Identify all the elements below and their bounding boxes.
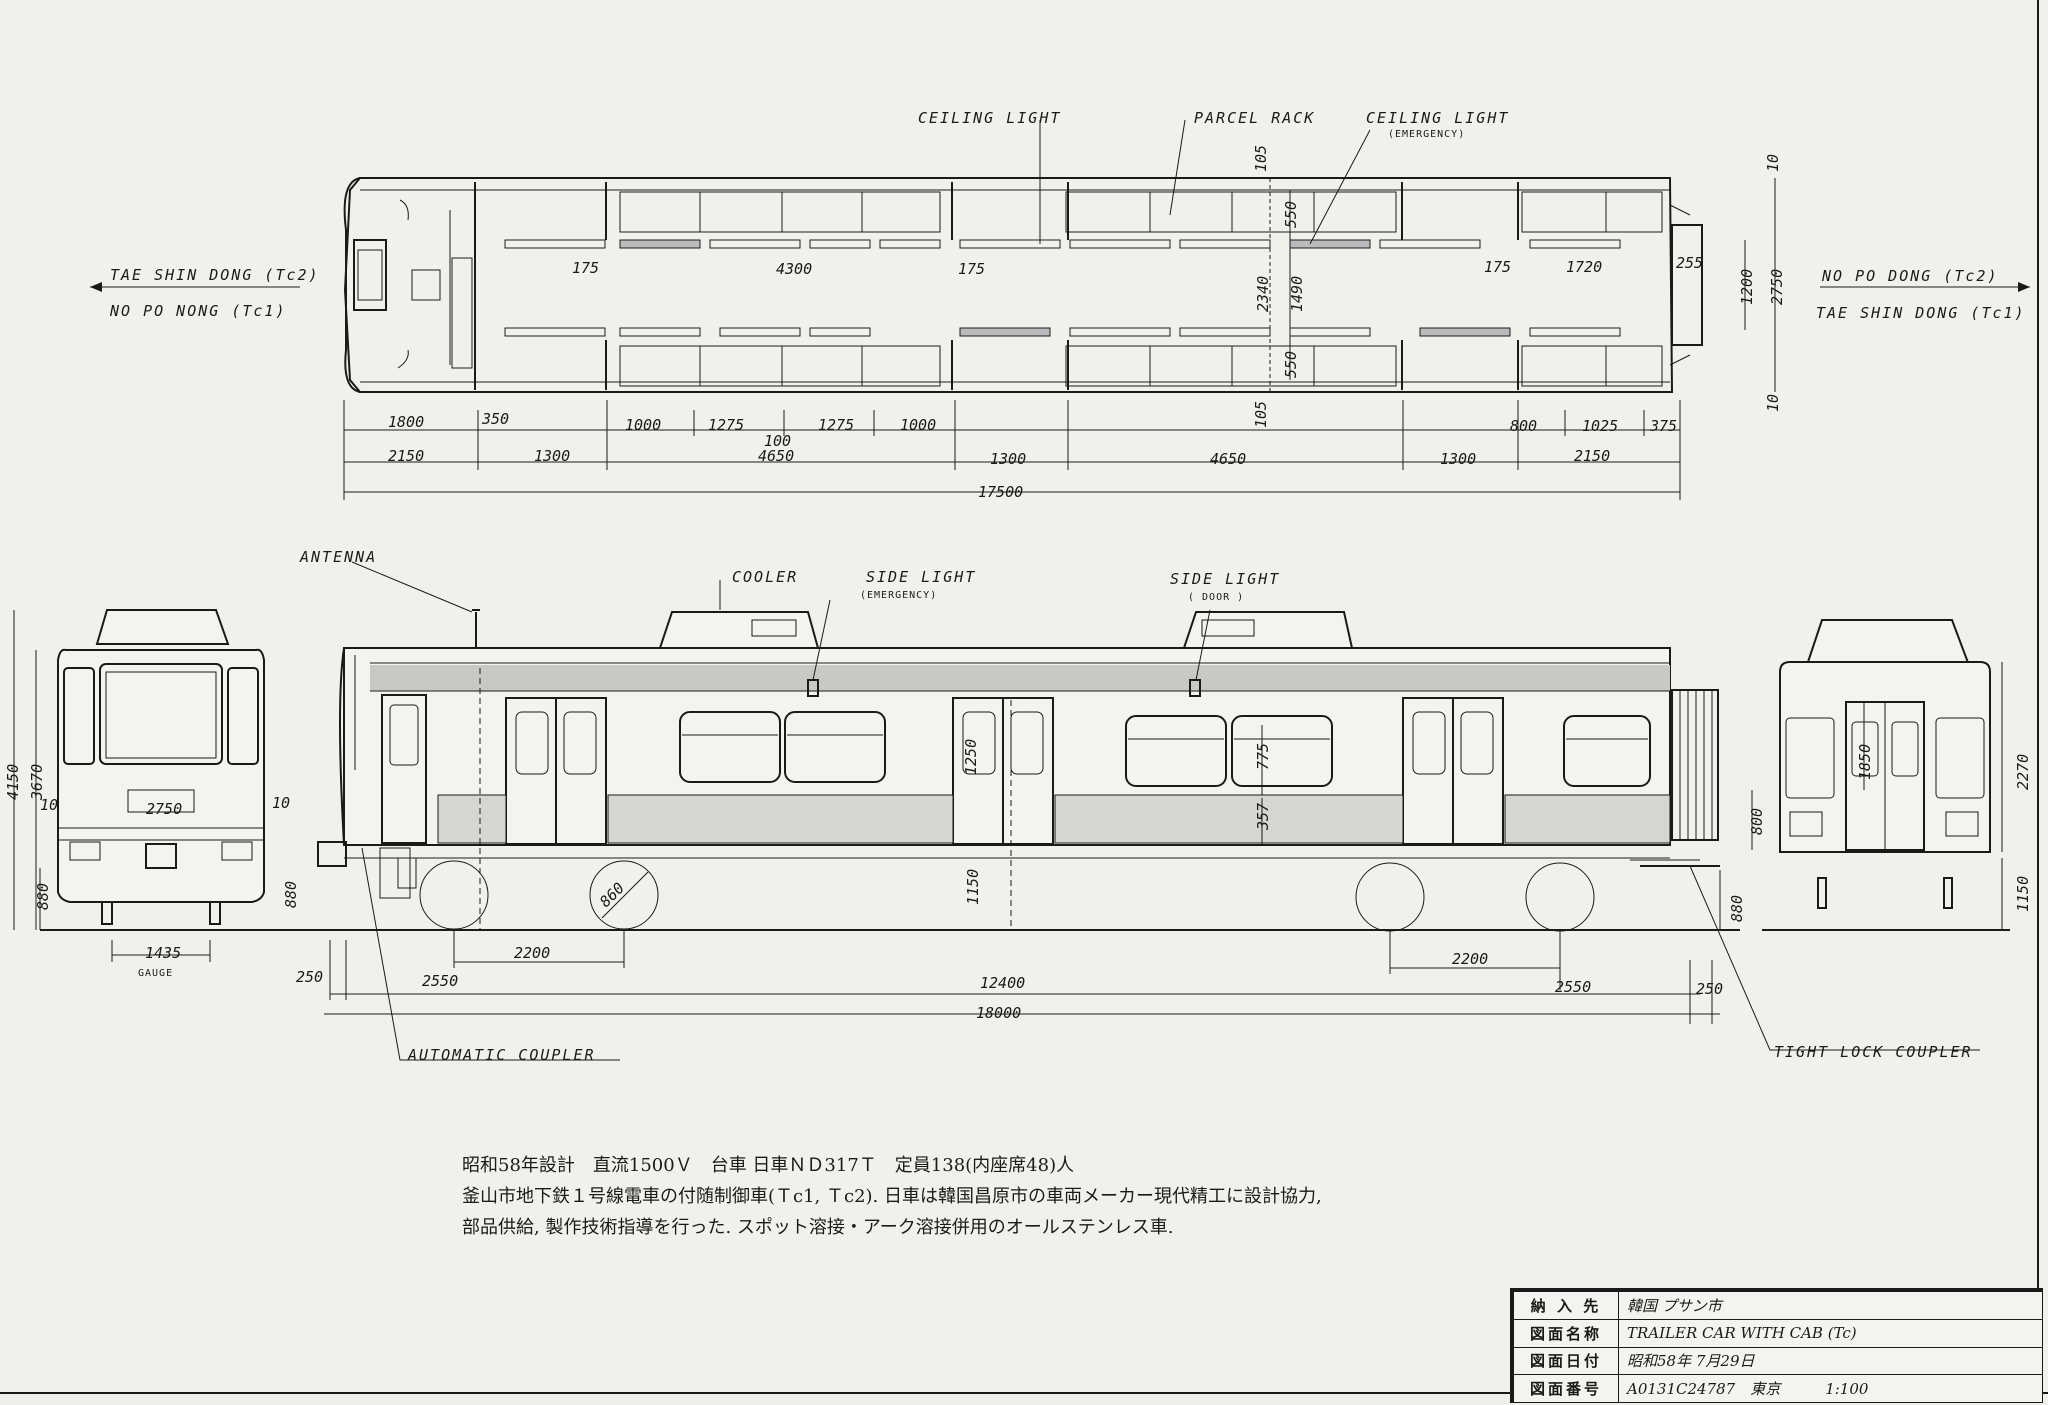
dim-17500: 17500 [978, 483, 1023, 501]
rear-view: 1850 800 2270 1150 [1748, 619, 2032, 931]
direction-right-top: NO PO DONG (Tc2) [1821, 267, 1999, 285]
specification-notes: 昭和58年設計 直流1500Ｖ 台車 日車ＮＤ317Ｔ 定員138(内座席48)… [462, 1150, 1512, 1243]
front-dim-10b: 10 [272, 794, 290, 812]
title-row-date: 図面日付 昭和58年 7月29日 [1513, 1346, 2043, 1376]
title-key: 図面日付 [1513, 1346, 1619, 1376]
dim-18000: 18000 [976, 1004, 1021, 1022]
label-emergency: (EMERGENCY) [1388, 129, 1465, 140]
title-key: 図面番号 [1513, 1374, 1619, 1403]
direction-right-bottom: TAE SHIN DONG (Tc1) [1816, 304, 2026, 322]
dim-175b: 175 [958, 260, 985, 278]
title-block: 納 入 先 韓国 プサン市 図面名称 TRAILER CAR WITH CAB … [1510, 1288, 2043, 1403]
dim-1200: 1200 [1738, 269, 1756, 305]
dim-1490: 1490 [1288, 276, 1306, 312]
label-door: ( DOOR ) [1188, 592, 1244, 603]
dim-1025: 1025 [1582, 417, 1618, 435]
dim-1000a: 1000 [625, 416, 661, 434]
front-dim-1435: 1435 [145, 944, 181, 962]
dim-550a: 550 [1282, 201, 1300, 228]
dim-4650a: 4650 [758, 447, 794, 465]
dim-2550-left: 2550 [422, 972, 458, 990]
rear-dim-1850: 1850 [1856, 744, 1874, 780]
front-dim-2750: 2750 [146, 800, 182, 818]
label-ceiling-light-emergency: CEILING LIGHT [1366, 109, 1509, 127]
dim-250-left: 250 [296, 968, 323, 986]
front-view: 4150 3670 880 2750 10 10 1435 GAUGE [4, 609, 290, 979]
title-value: A0131C24787 東京 1:100 [1618, 1374, 2043, 1403]
front-dim-880: 880 [34, 883, 52, 910]
note-line-3: 部品供給, 製作技術指導を行った. スポット溶接・アーク溶接併用のオールステンレ… [462, 1217, 1174, 1238]
dim-1000b: 1000 [900, 416, 936, 434]
dim-550b: 550 [1282, 351, 1300, 378]
dim-880-right: 880 [1728, 895, 1746, 922]
dim-100: 100 [764, 432, 791, 450]
dim-2200-right: 2200 [1452, 950, 1488, 968]
note-line-1: 昭和58年設計 直流1500Ｖ 台車 日車ＮＤ317Ｔ 定員138(内座席48)… [462, 1155, 1075, 1176]
front-dim-4150: 4150 [4, 764, 22, 800]
label-cooler: COOLER [732, 568, 798, 586]
dim-105b: 105 [1252, 401, 1270, 428]
title-value: 昭和58年 7月29日 [1618, 1346, 2043, 1376]
title-value: 韓国 プサン市 [1618, 1291, 2043, 1320]
dim-1300c: 1300 [1440, 450, 1476, 468]
label-side-light-door: SIDE LIGHT [1170, 570, 1280, 588]
dim-2150b: 2150 [1574, 447, 1610, 465]
label-side-light-emergency: SIDE LIGHT [866, 568, 976, 586]
rear-dim-1150: 1150 [2014, 876, 2032, 912]
front-gauge: GAUGE [138, 968, 173, 979]
dim-4650b: 4650 [1210, 450, 1246, 468]
dim-255: 255 [1676, 254, 1703, 272]
dim-1250: 1250 [962, 739, 980, 775]
label-parcel-rack: PARCEL RACK [1194, 109, 1315, 127]
dim-10a: 10 [1764, 154, 1782, 172]
note-line-2: 釜山市地下鉄１号線電車の付随制御車(Ｔc1, Ｔc2). 日車は韓国昌原市の車両… [462, 1186, 1322, 1207]
dim-1720: 1720 [1566, 258, 1602, 276]
dim-250-right: 250 [1696, 980, 1723, 998]
dim-1300a: 1300 [534, 447, 570, 465]
dim-2750: 2750 [1768, 269, 1786, 305]
dim-175c: 175 [1484, 258, 1511, 276]
side-view: ANTENNA COOLER SIDE LIGHT (EMERGENCY) SI… [230, 548, 1980, 1064]
dim-12400: 12400 [980, 974, 1025, 992]
dim-350: 350 [481, 410, 509, 428]
dim-375: 375 [1649, 417, 1677, 435]
rear-dim-800: 800 [1748, 808, 1766, 835]
plan-view: CEILING LIGHT PARCEL RACK CEILING LIGHT … [90, 109, 2030, 501]
dim-1800: 1800 [388, 413, 424, 431]
dim-1275b: 1275 [818, 416, 854, 434]
dim-775: 775 [1254, 743, 1272, 770]
title-value: TRAILER CAR WITH CAB (Tc) [1618, 1318, 2043, 1348]
front-dim-3670: 3670 [28, 764, 46, 801]
dim-175a: 175 [572, 259, 599, 277]
dim-1300b: 1300 [990, 450, 1026, 468]
title-row-delivery: 納 入 先 韓国 プサン市 [1513, 1291, 2043, 1320]
dim-1275a: 1275 [708, 416, 744, 434]
label-ceiling-light: CEILING LIGHT [918, 109, 1061, 127]
dim-800: 800 [1510, 417, 1537, 435]
direction-left-top: TAE SHIN DONG (Tc2) [110, 266, 320, 284]
dim-357: 357 [1254, 803, 1272, 831]
dim-2340: 2340 [1254, 276, 1272, 312]
dim-2550-right: 2550 [1555, 978, 1591, 996]
dim-880-left: 880 [282, 881, 300, 908]
dim-2150a: 2150 [388, 447, 424, 465]
title-row-number: 図面番号 A0131C24787 東京 1:100 [1513, 1374, 2043, 1403]
front-dim-10a: 10 [40, 796, 58, 814]
dim-2200-left: 2200 [514, 944, 550, 962]
title-key: 納 入 先 [1513, 1291, 1619, 1320]
label-automatic-coupler: AUTOMATIC COUPLER [407, 1046, 596, 1064]
dim-105a: 105 [1252, 145, 1270, 172]
dim-4300: 4300 [776, 260, 812, 278]
rear-dim-2270: 2270 [2014, 754, 2032, 790]
dim-1150-side: 1150 [964, 869, 982, 905]
title-key: 図面名称 [1513, 1318, 1619, 1348]
label-tight-lock-coupler: TIGHT LOCK COUPLER [1774, 1043, 1973, 1061]
label-antenna: ANTENNA [299, 548, 377, 566]
direction-left-bottom: NO PO NONG (Tc1) [109, 302, 287, 320]
label-emergency-side: (EMERGENCY) [860, 590, 937, 601]
title-row-name: 図面名称 TRAILER CAR WITH CAB (Tc) [1513, 1318, 2043, 1348]
dim-10b: 10 [1764, 394, 1782, 412]
